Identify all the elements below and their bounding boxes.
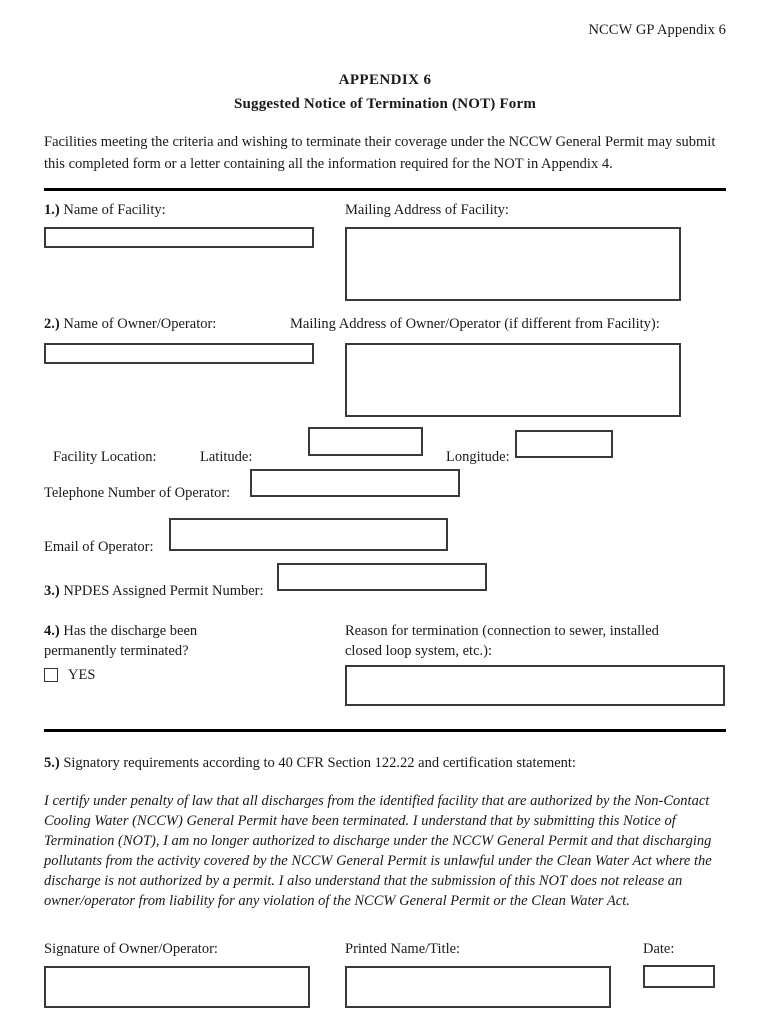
facility-location-label: Facility Location: bbox=[53, 449, 157, 465]
date-label: Date: bbox=[643, 941, 675, 957]
page-title: APPENDIX 6 bbox=[338, 72, 432, 88]
divider-middle bbox=[44, 729, 726, 732]
divider-top bbox=[44, 188, 726, 191]
reason-input[interactable] bbox=[345, 665, 725, 706]
intro-paragraph: Facilities meeting the criteria and wish… bbox=[44, 134, 716, 172]
running-header: NCCW GP Appendix 6 bbox=[588, 22, 726, 38]
checkbox-icon[interactable] bbox=[44, 668, 58, 682]
telephone-label: Telephone Number of Operator: bbox=[44, 485, 231, 501]
printed-name-input[interactable] bbox=[345, 966, 611, 1008]
npdes-label-text: NPDES Assigned Permit Number: bbox=[63, 583, 264, 599]
email-label: Email of Operator: bbox=[44, 539, 154, 555]
signatory-heading-text: Signatory requirements according to 40 C… bbox=[63, 755, 576, 771]
section-3-number: 3.) bbox=[44, 583, 60, 599]
owner-name-label-text: Name of Owner/Operator: bbox=[63, 316, 217, 332]
section-4-number: 4.) bbox=[44, 623, 60, 639]
owner-address-label: Mailing Address of Owner/Operator (if di… bbox=[290, 316, 660, 332]
date-input[interactable] bbox=[643, 965, 715, 988]
certification-statement: I certify under penalty of law that all … bbox=[44, 793, 712, 909]
discharge-question-line2: permanently terminated? bbox=[44, 643, 189, 659]
facility-name-input[interactable] bbox=[44, 227, 314, 248]
printed-name-label: Printed Name/Title: bbox=[345, 941, 461, 957]
longitude-label: Longitude: bbox=[446, 449, 510, 465]
npdes-label: 3.) NPDES Assigned Permit Number: bbox=[44, 581, 264, 601]
owner-name-label: 2.) Name of Owner/Operator: bbox=[44, 314, 216, 334]
yes-checkbox-row[interactable]: YES bbox=[44, 668, 95, 682]
longitude-input[interactable] bbox=[515, 430, 613, 458]
discharge-question-label: 4.) Has the discharge been permanently t… bbox=[44, 621, 314, 661]
page-subtitle: Suggested Notice of Termination (NOT) Fo… bbox=[233, 96, 537, 112]
facility-name-label-text: Name of Facility: bbox=[63, 202, 166, 218]
owner-name-input[interactable] bbox=[44, 343, 314, 364]
signature-input[interactable] bbox=[44, 966, 310, 1008]
discharge-question-line1: Has the discharge been bbox=[63, 623, 198, 639]
facility-name-label: 1.) Name of Facility: bbox=[44, 200, 166, 220]
telephone-input[interactable] bbox=[250, 469, 460, 497]
section-5-number: 5.) bbox=[44, 755, 60, 771]
signatory-heading: 5.) Signatory requirements according to … bbox=[44, 753, 576, 773]
reason-label-line2: closed loop system, etc.): bbox=[345, 643, 492, 659]
section-1-number: 1.) bbox=[44, 202, 60, 218]
section-2-number: 2.) bbox=[44, 316, 60, 332]
signature-label: Signature of Owner/Operator: bbox=[44, 941, 218, 957]
reason-label: Reason for termination (connection to se… bbox=[345, 621, 725, 661]
latitude-label: Latitude: bbox=[200, 449, 253, 465]
reason-label-line1: Reason for termination (connection to se… bbox=[345, 623, 659, 639]
latitude-input[interactable] bbox=[308, 427, 423, 456]
owner-address-input[interactable] bbox=[345, 343, 681, 417]
title-block: APPENDIX 6 Suggested Notice of Terminati… bbox=[0, 72, 770, 113]
email-input[interactable] bbox=[169, 518, 448, 551]
npdes-input[interactable] bbox=[277, 563, 487, 591]
facility-address-label: Mailing Address of Facility: bbox=[345, 202, 509, 218]
facility-address-input[interactable] bbox=[345, 227, 681, 301]
yes-checkbox-label: YES bbox=[68, 667, 96, 683]
